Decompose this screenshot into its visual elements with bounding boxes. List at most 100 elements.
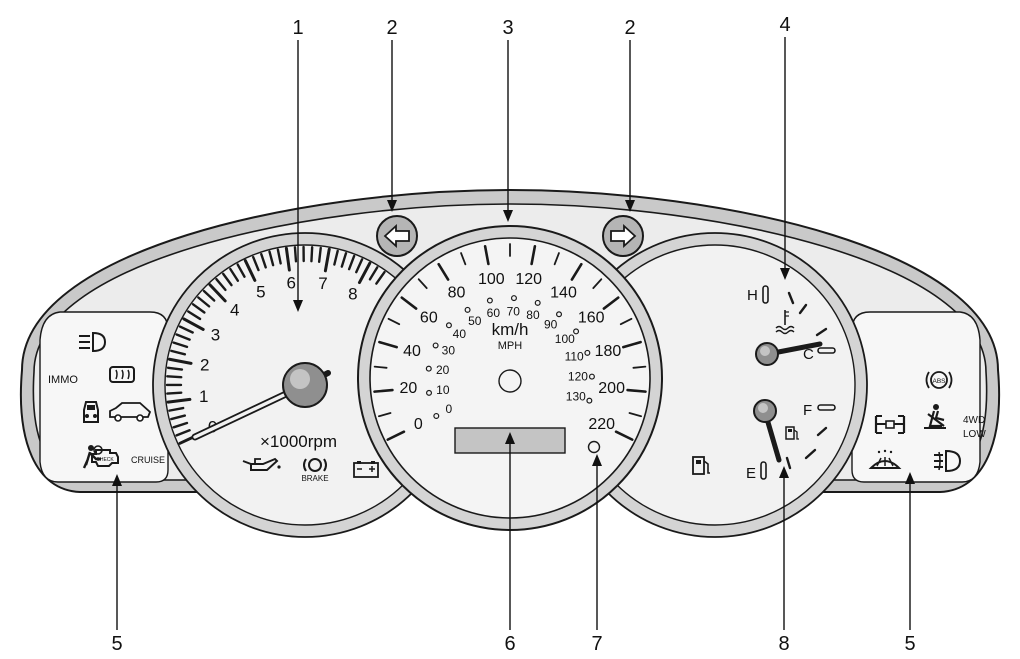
callout-2-right: 2	[624, 17, 636, 212]
fuel-gauge: F E	[692, 399, 836, 482]
tach-number: 5	[256, 283, 265, 302]
fuel-tick	[785, 456, 792, 470]
speed-kmh-number: 20	[399, 380, 417, 397]
tach-number: 1	[199, 387, 208, 406]
speed-minor-tick	[619, 317, 633, 326]
immo-label: IMMO	[48, 374, 78, 386]
speed-major-tick	[386, 430, 406, 441]
speed-mph-dot	[556, 311, 563, 318]
speed-mph-dot	[588, 373, 595, 380]
rpm-unit-label: ×1000rpm	[260, 432, 337, 451]
tach-minor-tick	[166, 391, 183, 395]
tach-minor-tick	[317, 246, 322, 264]
brake-warning-icon: BRAKE	[301, 458, 329, 483]
speed-major-tick	[373, 388, 394, 393]
callout-7-label: 7	[591, 633, 602, 655]
tach-minor-tick	[236, 263, 246, 278]
left-turn-signal-icon	[376, 215, 418, 257]
tach-minor-tick	[375, 270, 386, 285]
tach-minor-tick	[175, 429, 191, 437]
speed-major-tick	[602, 296, 620, 310]
speed-mph-number: 40	[453, 327, 467, 341]
tach-minor-tick	[310, 245, 314, 263]
speed-kmh-number: 0	[414, 416, 423, 433]
tach-minor-tick	[187, 310, 202, 321]
fuel-pump-icon-small	[785, 426, 799, 440]
callout-6: 6	[504, 432, 516, 655]
temp-tick	[815, 327, 828, 337]
tach-major-tick	[182, 317, 205, 331]
tach-minor-tick	[172, 341, 189, 349]
temp-tick	[787, 291, 795, 305]
speed-mph-number: 80	[526, 308, 540, 322]
speed-kmh-number: 220	[588, 416, 615, 433]
tach-minor-tick	[168, 406, 185, 412]
speed-major-tick	[378, 340, 398, 349]
speed-minor-tick	[592, 278, 603, 290]
callout-3: 3	[502, 17, 514, 222]
tach-minor-tick	[166, 366, 184, 371]
callout-4-label: 4	[779, 14, 790, 36]
coolant-temp-icon	[775, 310, 795, 335]
tach-minor-tick	[368, 266, 379, 281]
speed-mph-number: 70	[507, 304, 521, 318]
speed-major-tick	[622, 340, 642, 349]
speed-minor-tick	[553, 252, 560, 266]
tach-minor-tick	[202, 289, 216, 302]
trip-reset-knob	[587, 440, 601, 454]
speed-kmh-number: 80	[448, 284, 466, 301]
tach-minor-tick	[355, 258, 364, 274]
fuel-empty-label: E	[746, 465, 756, 482]
speed-minor-tick	[628, 412, 642, 418]
speed-unit-kmh: km/h	[492, 320, 529, 339]
abs-label: ABS	[932, 378, 946, 385]
speed-mph-dot	[586, 397, 593, 404]
speed-mph-number: 10	[436, 383, 450, 397]
tach-minor-tick	[166, 375, 183, 379]
speed-major-tick	[614, 430, 634, 441]
speed-mph-number: 30	[442, 344, 456, 358]
speed-kmh-number: 100	[478, 271, 505, 288]
tach-minor-tick	[170, 349, 187, 356]
speed-mph-dot	[534, 299, 541, 306]
speed-kmh-number: 140	[550, 284, 577, 301]
speed-mph-number: 20	[436, 363, 450, 377]
callout-2-right-label: 2	[624, 17, 635, 39]
speed-mph-number: 100	[555, 332, 575, 346]
speed-minor-tick	[378, 412, 392, 418]
speed-kmh-number: 180	[595, 343, 622, 360]
callout-5-right-label: 5	[904, 633, 915, 655]
tach-minor-tick	[229, 267, 240, 282]
speed-mph-dot	[433, 412, 440, 419]
tach-minor-tick	[170, 414, 187, 421]
temp-tick	[798, 303, 808, 315]
tach-minor-tick	[276, 248, 282, 265]
tach-number: 4	[230, 300, 239, 319]
tach-minor-tick	[347, 254, 356, 271]
headlight-high-beam-icon	[79, 331, 107, 353]
front-fog-light-icon	[934, 449, 962, 473]
callout-4: 4	[779, 14, 791, 280]
fuel-full-label: F	[803, 402, 812, 419]
tach-minor-tick	[172, 421, 189, 429]
temp-high-label: H	[747, 287, 758, 304]
tach-minor-tick	[178, 325, 194, 334]
abs-warning-icon: ABS	[925, 371, 953, 389]
speed-mph-dot	[486, 297, 493, 304]
speed-minor-tick	[460, 252, 467, 266]
tach-number: 6	[287, 273, 296, 292]
callout-6-label: 6	[504, 633, 515, 655]
callout-2-left-label: 2	[386, 17, 397, 39]
speed-minor-tick	[417, 278, 428, 290]
speed-mph-dot	[573, 328, 580, 335]
speed-mph-dot	[584, 349, 591, 356]
speed-kmh-number: 60	[420, 309, 438, 326]
speed-kmh-number: 200	[598, 380, 625, 397]
temperature-gauge: H C	[747, 285, 836, 366]
four-wd-indicator-icon	[874, 415, 906, 434]
tach-number: 7	[318, 274, 327, 293]
speed-major-tick	[437, 262, 450, 281]
tach-minor-tick	[175, 333, 191, 341]
speed-mph-number: 50	[468, 314, 482, 328]
